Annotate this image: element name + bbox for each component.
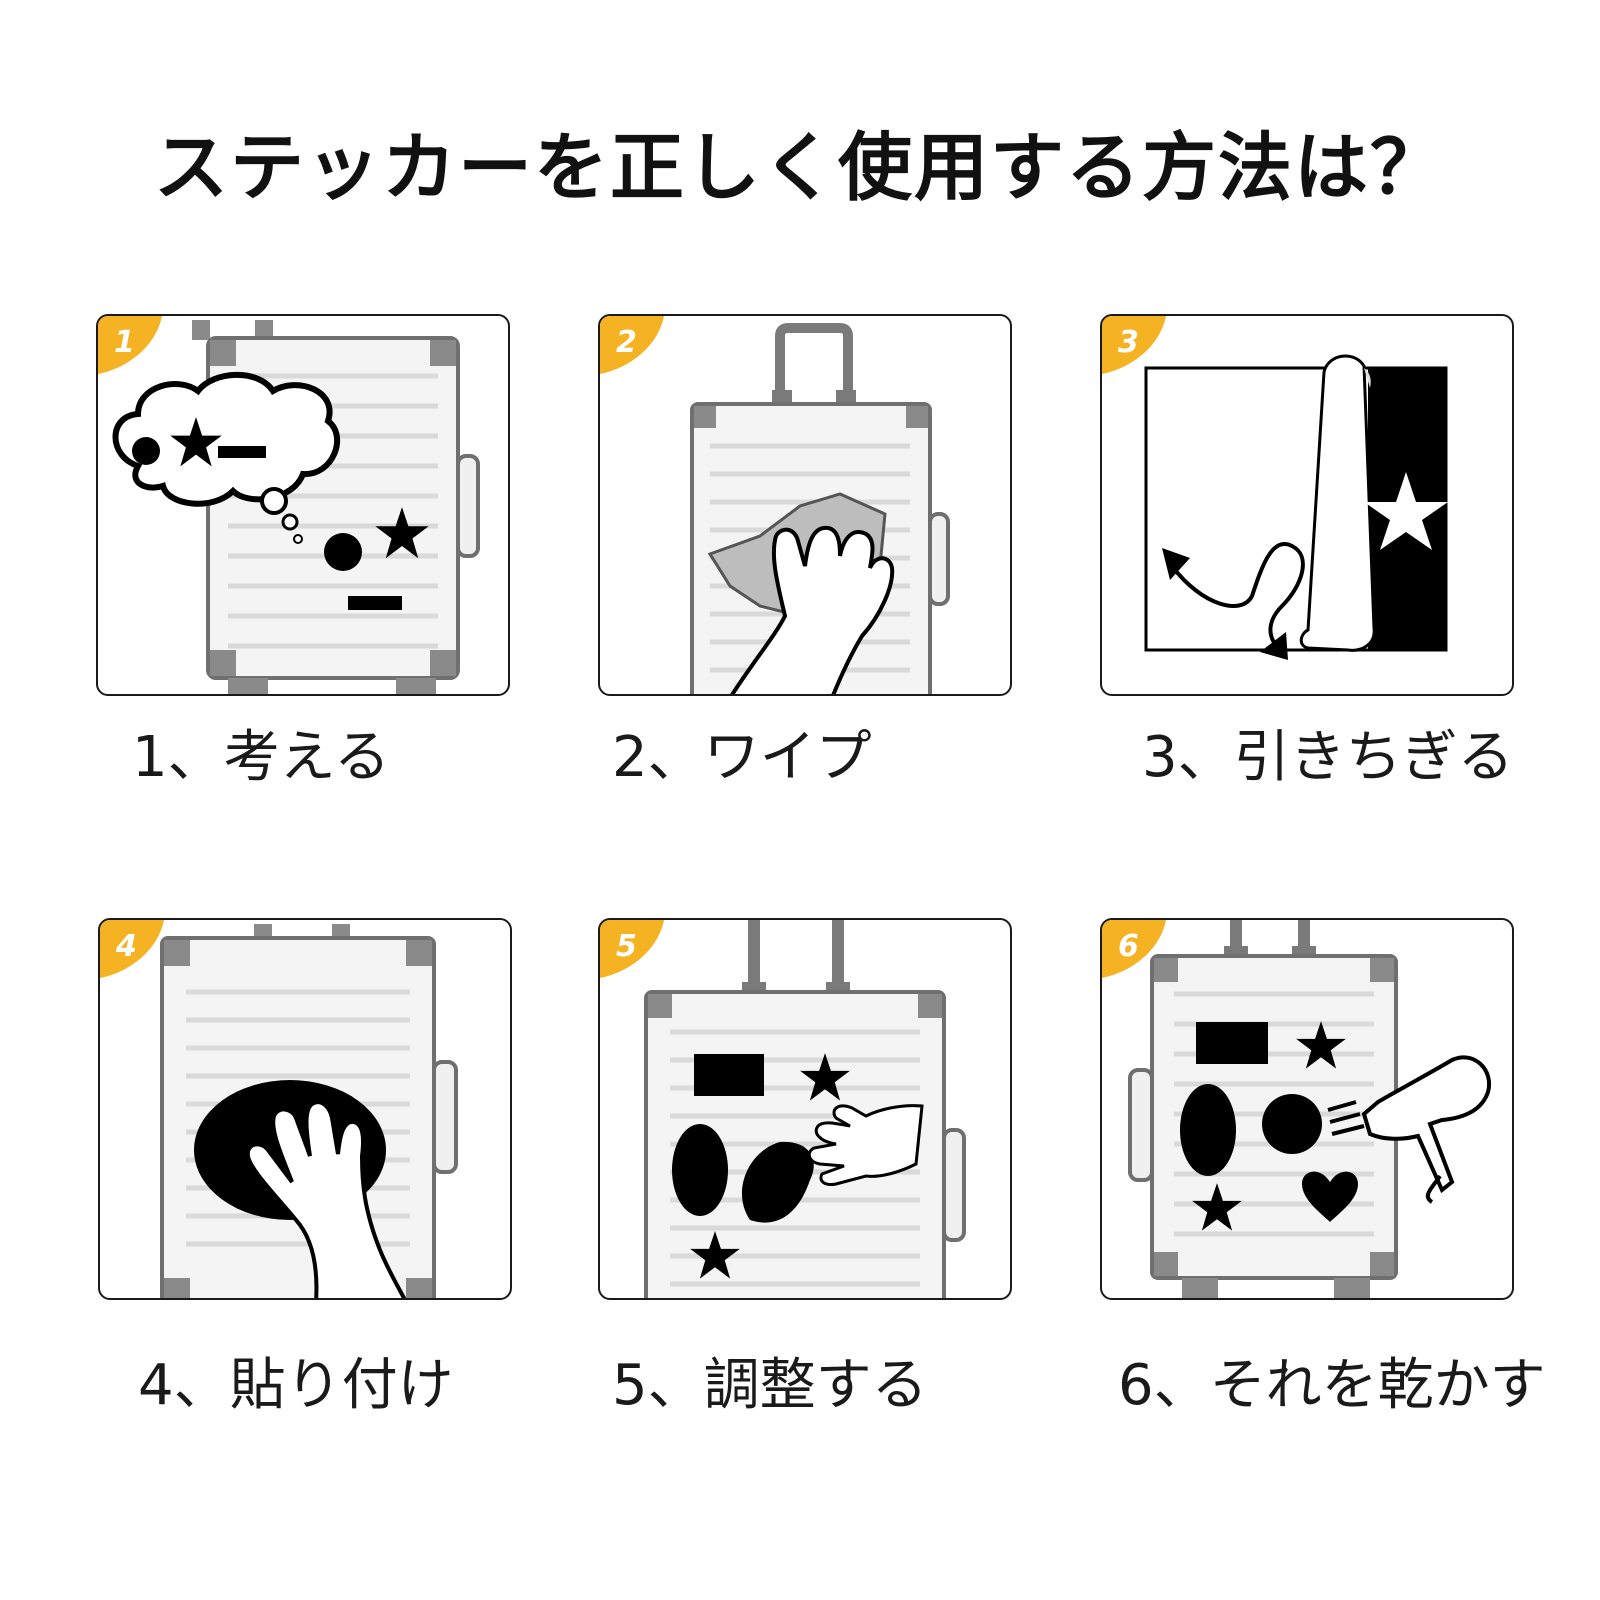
step-5-caption: 5、調整する <box>612 1353 928 1418</box>
badge-2-number: 2 <box>616 325 637 360</box>
badge-1 <box>98 316 162 374</box>
step-4-caption: 4、貼り付け <box>138 1353 454 1418</box>
step-6-illustration: 6 <box>1102 920 1492 1298</box>
badge-4 <box>100 920 164 978</box>
suitcase-icon <box>1128 920 1398 1298</box>
sticker-shapes-icon <box>1180 1021 1358 1231</box>
peeled-sticker-icon <box>1299 354 1376 652</box>
hand-icon <box>730 525 895 694</box>
step-6-caption: 6、それを乾かす <box>1118 1353 1546 1418</box>
page-title: ステッカーを正しく使用する方法は？ <box>154 125 1446 211</box>
badge-6 <box>1102 920 1166 978</box>
step-5-panel: 5 <box>598 918 1012 1300</box>
badge-2 <box>600 316 664 374</box>
step-2-illustration: 2 <box>600 316 950 694</box>
step-1-panel: 1 <box>96 314 510 696</box>
step-3-illustration: 3 <box>1102 316 1448 660</box>
badge-5-number: 5 <box>616 929 637 964</box>
badge-1-number: 1 <box>114 325 135 360</box>
step-5-illustration: 5 <box>600 920 966 1298</box>
arrow-head-up-icon <box>1162 548 1190 580</box>
air-flow-lines-icon <box>1327 1100 1365 1136</box>
badge-5 <box>600 920 664 978</box>
peel-arrow-icon <box>1170 542 1305 650</box>
step-4-illustration: 4 <box>100 920 458 1298</box>
step-2-panel: 2 <box>598 314 1012 696</box>
step-3-panel: 3 <box>1100 314 1514 696</box>
hair-dryer-icon <box>1361 1055 1492 1204</box>
badge-3 <box>1102 316 1166 374</box>
thought-cloud-icon <box>112 371 341 544</box>
sticker-shapes-icon <box>672 1053 850 1279</box>
sticker-shapes-icon <box>324 507 429 610</box>
step-1-illustration: 1 <box>98 316 480 694</box>
badge-6-number: 6 <box>1118 929 1139 964</box>
hand-icon <box>807 1104 924 1186</box>
badge-4-number: 4 <box>115 929 137 964</box>
step-6-panel: 6 <box>1100 918 1514 1300</box>
step-1-caption: 1、考える <box>132 725 390 790</box>
hand-icon <box>245 1100 407 1298</box>
step-2-caption: 2、ワイプ <box>612 725 872 790</box>
white-star-icon <box>1364 472 1448 550</box>
step-3-caption: 3、引きちぎる <box>1142 725 1514 790</box>
step-4-panel: 4 <box>98 918 512 1300</box>
badge-3-number: 3 <box>1118 325 1139 360</box>
arrow-head-down-icon <box>1260 632 1288 660</box>
